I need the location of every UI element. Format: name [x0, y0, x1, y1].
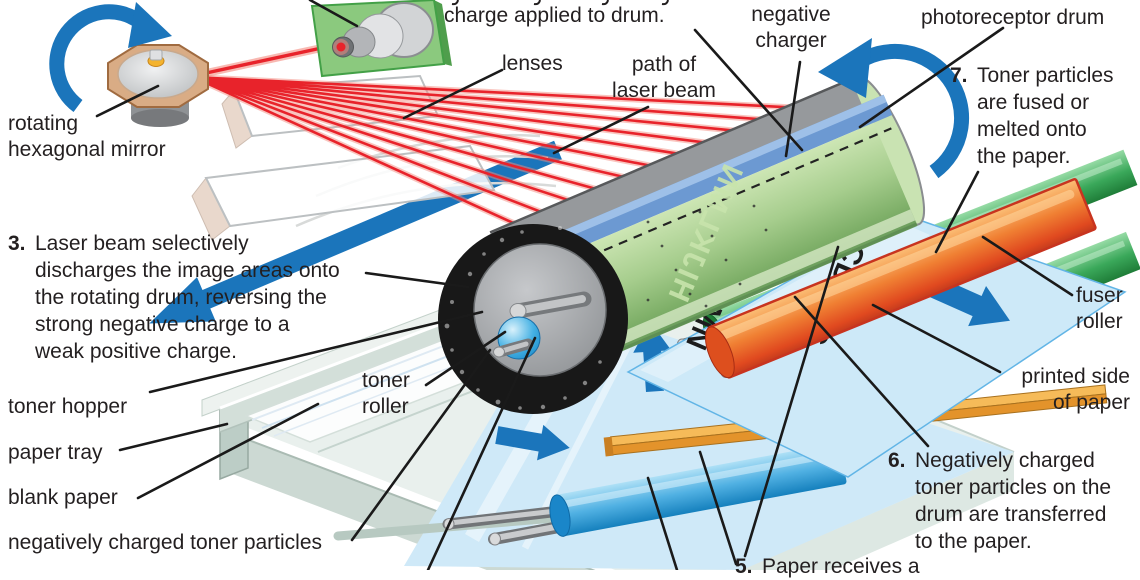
step-3-caption: 3. Laser beam selectively discharges the…: [8, 230, 340, 365]
step-5-number: 5.: [735, 555, 753, 578]
label-negative-charger: negative charger: [751, 3, 831, 52]
step-7-number: 7.: [950, 64, 968, 87]
label-toner-hopper: toner hopper: [8, 395, 128, 418]
label-path-of-laser-beam: path of laser beam: [612, 53, 716, 102]
paper-direction-right-arrow: [495, 424, 570, 461]
label-paper-tray: paper tray: [8, 441, 103, 464]
hexagonal-mirror: [107, 44, 209, 127]
fuser-roller: [704, 177, 1097, 379]
step-7-text: Toner particles are fused or melted onto…: [977, 64, 1114, 168]
step-6-caption: 6. Negatively charged toner particles on…: [888, 447, 1111, 555]
step-5-text: Paper receives a: [762, 555, 920, 578]
label-photoreceptor-drum: photoreceptor drum: [921, 6, 1105, 29]
step-6-text: Negatively charged toner particles on th…: [915, 449, 1112, 553]
drum-axle: [509, 291, 592, 319]
drum-rotation-arrow: [818, 38, 970, 179]
label-lenses: lenses: [502, 52, 563, 75]
label-toner-roller: toner roller: [362, 369, 410, 418]
mirror-rotation-arrow: [49, 2, 172, 113]
step-3-text: Laser beam selectively discharges the im…: [35, 232, 340, 363]
exit-roller-blue: [549, 442, 847, 537]
step-3-number: 3.: [8, 232, 26, 255]
label-blank-paper: blank paper: [8, 486, 118, 509]
step-5-caption-clipped: 5. Paper receives a: [735, 553, 920, 580]
label-fuser-roller: fuser roller: [1076, 284, 1123, 333]
leader-lines: [95, 0, 1074, 570]
label-rotating-hexagonal-mirror: rotating hexagonal mirror: [8, 112, 166, 161]
laser-beam-fan: [191, 40, 883, 250]
label-charge-applied-to-drum: charge applied to drum.: [444, 4, 665, 27]
clipped-text-fragments: [451, 0, 669, 6]
label-negatively-charged-toner-particles: negatively charged toner particles: [8, 531, 323, 554]
toner-roller-axle: [493, 338, 534, 358]
label-printed-side-of-paper: printed side of paper: [1021, 365, 1130, 414]
step-6-number: 6.: [888, 449, 906, 472]
drum-toner-specks: [646, 204, 768, 308]
toner-specks: [444, 226, 602, 410]
step-7-caption: 7. Toner particles are fused or melted o…: [950, 62, 1114, 170]
